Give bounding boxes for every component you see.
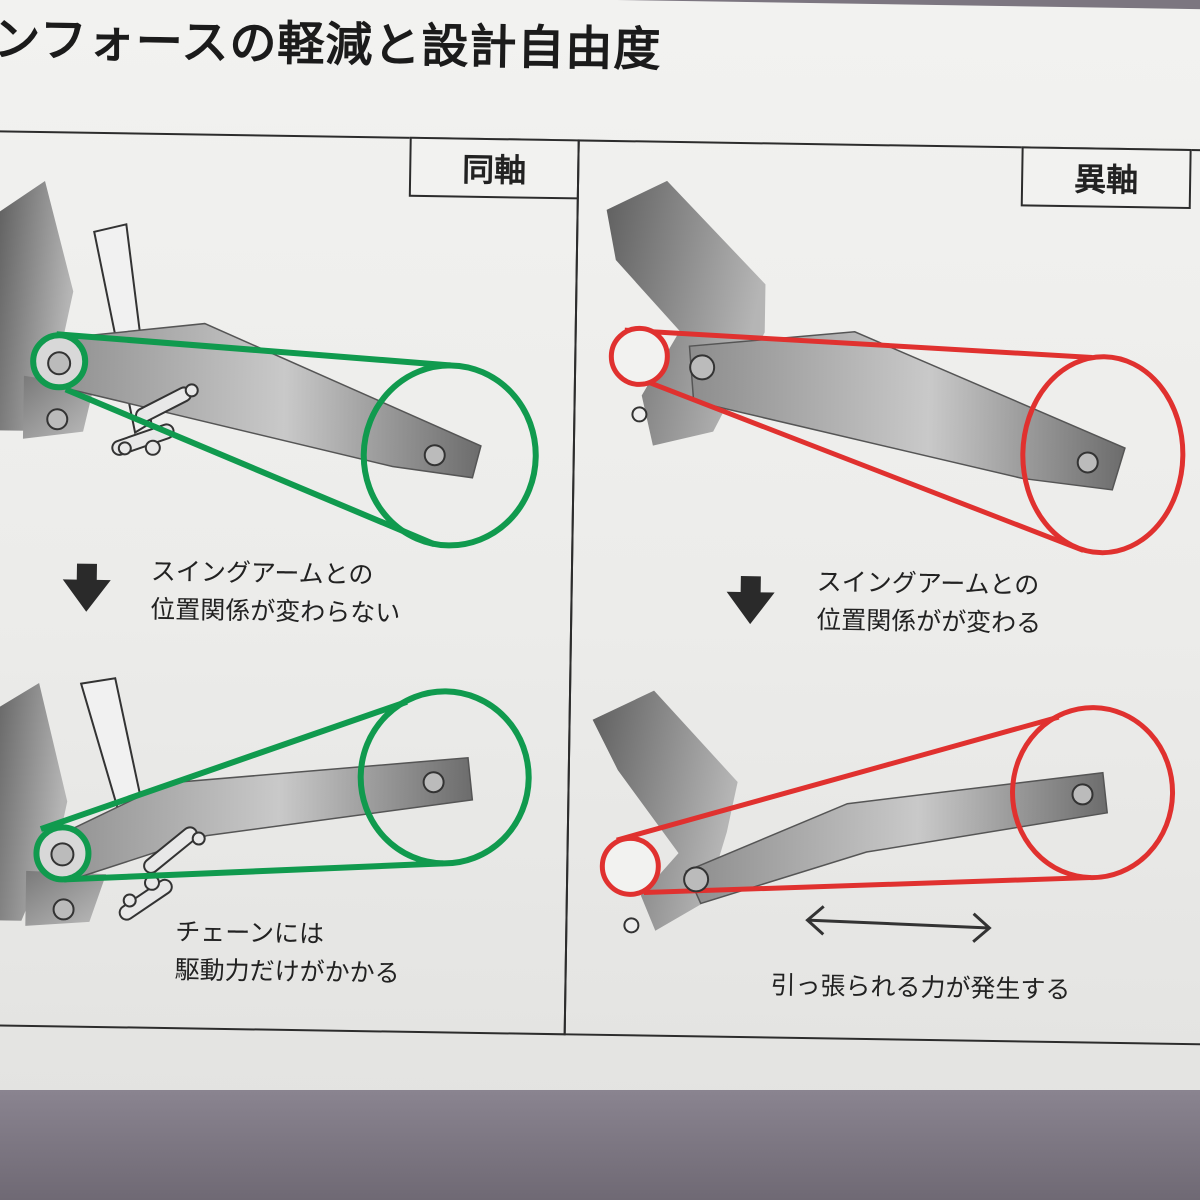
rear-axle bbox=[422, 771, 445, 794]
front-sprocket bbox=[608, 325, 670, 387]
link-plates bbox=[111, 383, 199, 456]
offset-bottom-figure bbox=[592, 690, 1176, 934]
caption-line: 駆動力だけがかかる bbox=[174, 955, 400, 988]
chain-lower-run bbox=[643, 378, 1085, 553]
caption-line: 引っ張られる力が発生する bbox=[770, 970, 1071, 1005]
rear-axle bbox=[423, 444, 446, 467]
arrow-down-icon bbox=[62, 563, 111, 612]
caption-line: 位置関係が変わらない bbox=[150, 594, 401, 628]
caption-line: チェーンには bbox=[175, 917, 325, 949]
offset-middle-caption: スイングアームとの 位置関係がが変わる bbox=[816, 563, 1042, 643]
caption-line: スイングアームとの bbox=[150, 556, 374, 590]
chain-lower-run bbox=[64, 386, 436, 547]
lower-mount bbox=[631, 406, 648, 423]
chain-upper-run bbox=[56, 331, 452, 369]
lower-mount bbox=[46, 408, 69, 431]
diagram-figure bbox=[0, 180, 1186, 943]
arrow-down-icon bbox=[726, 576, 775, 625]
frame-lower-block bbox=[25, 870, 107, 926]
link-plates bbox=[118, 826, 206, 921]
swingarm-pivot bbox=[689, 354, 716, 381]
chain-upper-run bbox=[616, 714, 1060, 843]
page: ンフォースの軽減と設計自由度 同軸 異軸 bbox=[0, 0, 1200, 1118]
lower-mount bbox=[52, 898, 75, 921]
background-shadow bbox=[0, 1090, 1200, 1200]
swingarm bbox=[42, 322, 482, 479]
double-arrow-icon bbox=[805, 905, 992, 943]
chain-upper-run bbox=[39, 698, 408, 832]
offset-top-figure bbox=[606, 180, 1186, 556]
front-sprocket bbox=[599, 835, 661, 897]
chain-lower-run bbox=[63, 860, 444, 883]
rear-axle bbox=[1071, 783, 1094, 806]
offset-bottom-caption: 引っ張られる力が発生する bbox=[770, 967, 1071, 1010]
chain-upper-run bbox=[624, 327, 1093, 361]
swingarm-pivot bbox=[50, 842, 75, 867]
swingarm bbox=[685, 771, 1109, 905]
rear-sprocket-ring bbox=[1020, 354, 1186, 556]
caption-line: スイングアームとの bbox=[816, 567, 1040, 600]
coaxial-top-figure bbox=[0, 181, 539, 549]
lower-mount bbox=[623, 917, 640, 934]
rear-axle bbox=[1076, 451, 1099, 474]
coaxial-bottom-caption: チェーンには 駆動力だけがかかる bbox=[174, 913, 400, 993]
chain-lower-run bbox=[643, 875, 1092, 896]
coaxial-middle-caption: スイングアームとの 位置関係が変わらない bbox=[150, 553, 401, 633]
swingarm-pivot bbox=[47, 351, 72, 376]
caption-line: 位置関係がが変わる bbox=[815, 605, 1042, 638]
swingarm-pivot bbox=[683, 866, 710, 893]
main-frame bbox=[0, 181, 74, 431]
coaxial-bottom-figure bbox=[0, 677, 532, 926]
